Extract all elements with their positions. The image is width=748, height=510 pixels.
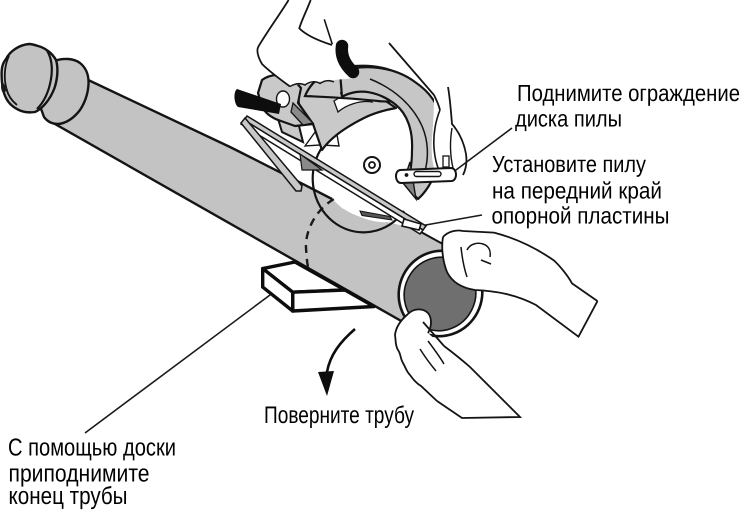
svg-text:диска пилы: диска пилы xyxy=(515,106,622,132)
svg-text:Установите пилу: Установите пилу xyxy=(492,151,646,177)
svg-text:Поднимите ограждение: Поднимите ограждение xyxy=(517,80,740,106)
svg-text:приподнимите: приподнимите xyxy=(9,461,150,488)
svg-text:конец трубы: конец трубы xyxy=(9,483,128,510)
svg-text:опорной пластины: опорной пластины xyxy=(492,203,670,229)
svg-text:на передний край: на передний край xyxy=(492,178,662,204)
svg-text:С помощью доски: С помощью доски xyxy=(8,435,176,462)
svg-text:Поверните трубу: Поверните трубу xyxy=(264,402,414,429)
